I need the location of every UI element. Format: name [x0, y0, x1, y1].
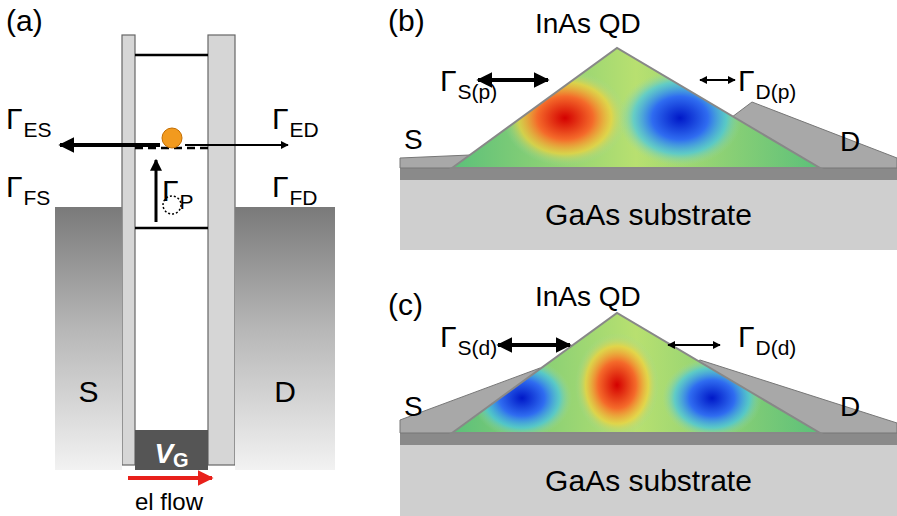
gamma: Γ [162, 176, 179, 206]
gamma: Γ [6, 104, 23, 134]
arrow [668, 344, 720, 346]
level [135, 54, 208, 57]
node-label: S [78, 377, 98, 407]
qd-outline [452, 313, 820, 433]
gamma-subscript: ED [290, 119, 319, 140]
gate: VG [135, 430, 208, 470]
gate-subscript: G [173, 450, 189, 470]
arrow [155, 160, 158, 222]
panel-letter: (b) [388, 6, 425, 36]
arrow [60, 143, 160, 147]
level [135, 227, 208, 230]
gamma-subscript: FD [290, 187, 318, 208]
barrier [122, 35, 135, 465]
quantum-dot [452, 48, 820, 168]
panel-letter: (c) [388, 290, 423, 320]
contact-label: D [840, 393, 860, 421]
contact-label: S [404, 393, 423, 421]
flow-label: el flow [135, 490, 203, 514]
node-label: D [274, 377, 296, 407]
arrow [700, 79, 735, 81]
gamma: Γ [738, 322, 755, 352]
gamma: Γ [272, 172, 289, 202]
dot-label: InAs QD [535, 283, 641, 311]
gamma: Γ [440, 66, 457, 96]
gamma-subscript: D(d) [756, 337, 797, 358]
contact-label: S [404, 126, 423, 154]
electron [162, 128, 182, 148]
arrow-gap [153, 172, 154, 222]
panel-letter: (a) [6, 6, 43, 36]
gamma-subscript: FS [24, 187, 51, 208]
node-label: GaAs substrate [545, 200, 752, 230]
dot-label: InAs QD [535, 10, 641, 38]
gamma-subscript: S(p) [458, 81, 498, 102]
substrate: GaAs substrate [400, 445, 897, 516]
gamma: Γ [440, 322, 457, 352]
contact-label: D [840, 128, 860, 156]
gamma: Γ [738, 66, 755, 96]
drain-lead: D [235, 207, 335, 470]
arrow [185, 144, 288, 146]
qd-outline [452, 48, 820, 168]
gamma-subscript: ES [24, 119, 52, 140]
barrier [208, 35, 235, 465]
gamma-subscript: S(d) [458, 337, 498, 358]
gamma: Γ [272, 104, 289, 134]
gate-symbol: V [154, 440, 173, 468]
arrow [498, 343, 570, 347]
gamma-subscript: D(p) [756, 81, 797, 102]
source-lead: S [55, 207, 122, 470]
substrate: GaAs substrate [400, 180, 897, 250]
gamma: Γ [6, 172, 23, 202]
gamma-subscript: P [180, 191, 194, 212]
node-label: GaAs substrate [545, 466, 752, 496]
flow-arrow [128, 476, 212, 480]
